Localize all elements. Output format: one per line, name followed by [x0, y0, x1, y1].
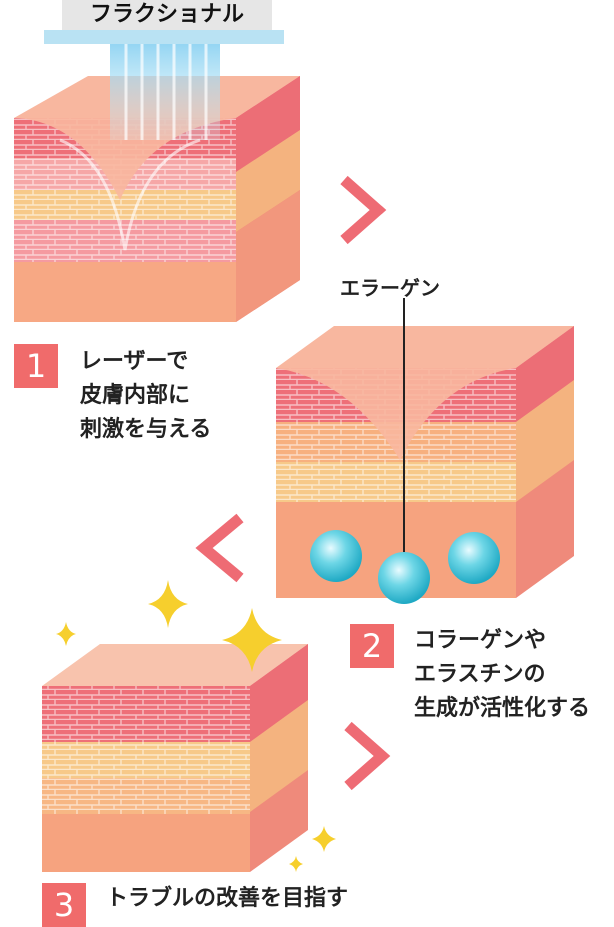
step-number-3: 3 [42, 883, 86, 927]
step-number-2: 2 [350, 624, 394, 668]
laser-beam [110, 44, 220, 140]
collagen-ball [378, 552, 430, 604]
sparkle-icon [56, 622, 76, 646]
collagen-ball [310, 530, 362, 582]
device-base [44, 30, 284, 44]
device-label: フラクショナル [62, 0, 272, 30]
skin-block-1 [14, 76, 300, 322]
sparkle-icon [312, 826, 336, 852]
collagen-ball [448, 532, 500, 584]
sparkle-icon [148, 580, 188, 628]
step-text-3: トラブルの改善を目指す [106, 886, 349, 911]
arrow-right-2 [344, 721, 391, 791]
step-number-1: 1 [14, 344, 58, 388]
step-text-1: レーザーで 皮膚内部に 刺激を与える [80, 349, 212, 442]
arrow-left [195, 513, 244, 583]
skin-block-3 [42, 644, 308, 872]
skin-block-2 [276, 326, 574, 598]
callout-label: エラーゲン [340, 276, 440, 300]
arrow-right-1 [340, 175, 387, 245]
sparkle-icon [289, 856, 303, 872]
step-text-2: コラーゲンや エラスチンの 生成が活性化する [414, 628, 591, 721]
sparkle-icon [222, 608, 282, 672]
